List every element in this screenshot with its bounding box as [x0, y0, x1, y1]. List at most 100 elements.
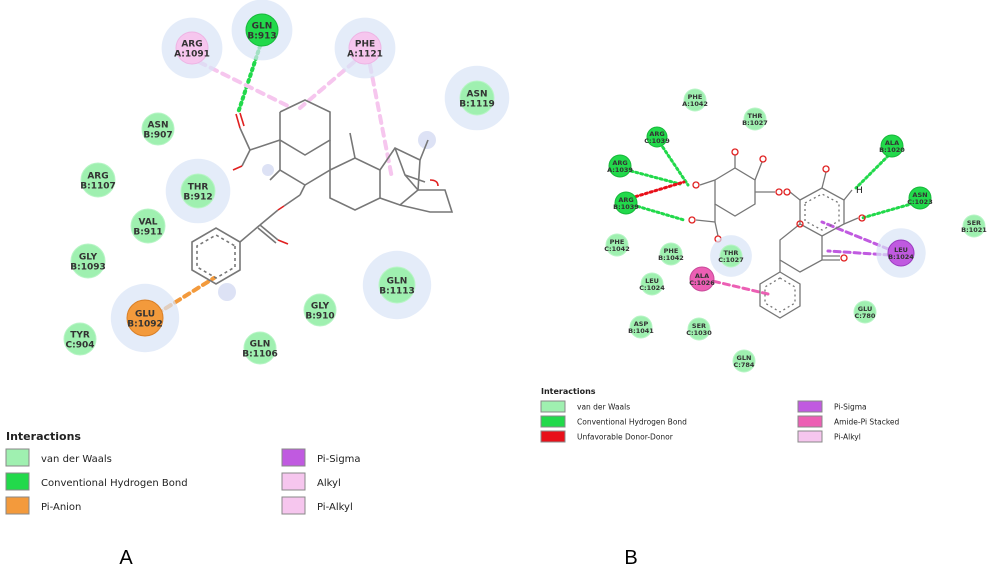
residue-id: B:911	[133, 228, 162, 238]
legend-item: Pi-Alkyl	[281, 496, 353, 515]
residue-id: B:912	[183, 193, 212, 203]
residue-id: B:1020	[879, 146, 905, 154]
residue-circle	[687, 317, 711, 341]
residue-name: SER	[967, 219, 981, 227]
residue-id: B:1039	[613, 203, 639, 211]
legend-label: Unfavorable Donor-Donor	[577, 432, 674, 441]
legend-label: Amide-Pi Stacked	[834, 417, 900, 426]
residue-id: C:1026	[689, 279, 715, 287]
legend-swatch	[5, 496, 30, 515]
residue-id: B:910	[305, 312, 334, 322]
legend-swatch	[281, 472, 306, 491]
legend-item: Unfavorable Donor-Donor	[540, 430, 674, 443]
residue-name: ASP	[634, 320, 649, 328]
residue-circle	[378, 266, 416, 304]
residue-name: GLN	[737, 354, 752, 362]
residue-name: PHE	[688, 93, 703, 101]
pi-alkyl-line	[702, 277, 770, 296]
legend-item: Conventional Hydrogen Bond	[5, 472, 188, 491]
residue-circle	[63, 322, 97, 356]
panel-b-interaction-lines	[629, 141, 920, 296]
residue-name: ARG	[618, 196, 633, 204]
residue-name: ARG	[612, 159, 627, 167]
residue-id: B:1093	[70, 263, 106, 273]
residue-circle	[130, 208, 166, 244]
residue-name: GLY	[311, 302, 330, 312]
residue-circle	[880, 134, 904, 158]
residue-name: GLU	[135, 310, 155, 320]
residue-name: TYR	[70, 331, 90, 341]
residue-circle	[175, 31, 209, 65]
hbond-line	[631, 203, 686, 222]
residue-circle	[962, 214, 986, 238]
legend-label: Conventional Hydrogen Bond	[41, 478, 188, 489]
residue-name: VAL	[138, 218, 157, 228]
legend-label: Pi-Alkyl	[834, 432, 861, 441]
unfavorable-donor-line	[629, 180, 686, 200]
residue-id: B:913	[247, 32, 276, 42]
legend-title: Interactions	[6, 430, 81, 443]
residue-circle	[743, 107, 767, 131]
residue-name: ARG	[181, 40, 202, 50]
ligand-b-structure	[695, 155, 859, 319]
legend-label: van der Waals	[41, 454, 112, 465]
residue-id: C:1024	[639, 284, 665, 292]
legend-item: Pi-Alkyl	[797, 430, 861, 443]
residue-circle	[614, 191, 638, 215]
residue-id: B:1041	[628, 327, 654, 335]
ligand-b-oxygens	[688, 148, 866, 262]
residue-circle	[303, 293, 337, 327]
residue-id: B:1021	[961, 226, 987, 234]
residue-id: A:1091	[174, 50, 210, 60]
residue-name: PHE	[355, 40, 375, 50]
legend-swatch	[797, 415, 823, 428]
residue-name: ALA	[695, 272, 709, 280]
alkyl-line	[197, 60, 294, 110]
residue-name: GLN	[250, 340, 271, 350]
residue-circle	[245, 13, 279, 47]
residue-id: B:1113	[379, 287, 415, 297]
residue-id: C:780	[855, 312, 876, 320]
legend-item: van der Waals	[540, 400, 630, 413]
legend-swatch	[281, 496, 306, 515]
residue-name: GLU	[858, 305, 873, 313]
residue-id: B:1119	[459, 100, 495, 110]
residue-id: C:1042	[604, 245, 629, 253]
residue-name: PHE	[664, 247, 679, 255]
residue-id: B:1107	[80, 182, 116, 192]
residue-name: LEU	[894, 246, 908, 254]
residue-name: LEU	[645, 277, 659, 285]
legend-item: Pi-Sigma	[281, 448, 361, 467]
residue-name: GLN	[387, 277, 408, 287]
legend-label: van der Waals	[577, 402, 630, 411]
residue-circle	[719, 244, 743, 268]
residue-id: B:1024	[888, 253, 914, 261]
residue-name: ASN	[912, 191, 927, 199]
legend-swatch	[281, 448, 306, 467]
legend-item: van der Waals	[5, 448, 112, 467]
residue-name: GLN	[252, 22, 273, 32]
residue-circle	[608, 154, 632, 178]
residue-id: A:1039	[607, 166, 633, 174]
residue-circle	[908, 186, 932, 210]
residue-id: C:1027	[718, 256, 743, 264]
